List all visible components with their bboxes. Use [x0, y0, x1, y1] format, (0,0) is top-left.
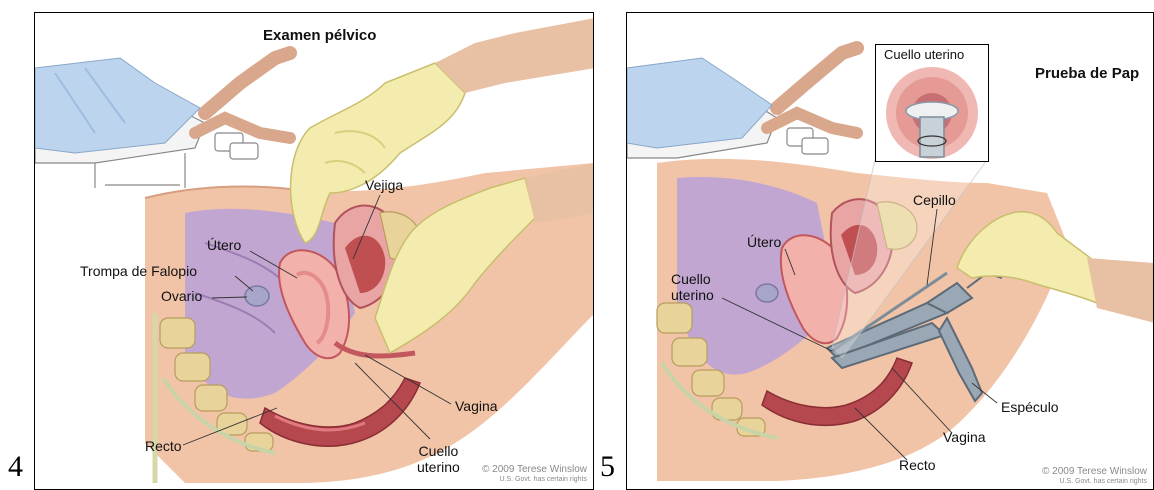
- label-cuello-uterino: Cuello uterino: [417, 443, 460, 475]
- credit-line-1: © 2009 Terese Winslow: [482, 465, 587, 475]
- ovary: [756, 284, 778, 302]
- label-ovario: Ovario: [161, 288, 202, 304]
- label-cepillo: Cepillo: [913, 192, 956, 208]
- label-vagina: Vagina: [943, 429, 986, 445]
- credit-line-2: U.S. Govt. has certain rights: [1042, 477, 1147, 487]
- figure-4-title: Examen pélvico: [263, 27, 376, 44]
- label-cuello-uterino: Cuello uterino: [671, 271, 714, 303]
- copyright-credit: © 2009 Terese Winslow U.S. Govt. has cer…: [1042, 467, 1147, 487]
- label-vagina: Vagina: [455, 398, 498, 414]
- cervix-inset: Cuello uterino: [875, 44, 989, 162]
- panel-pelvic-exam: Examen pélvico Vejiga Útero Trompa de Fa…: [34, 12, 594, 490]
- pelvic-exam-illustration: [35, 13, 594, 490]
- ovary: [245, 286, 269, 306]
- credit-line-2: U.S. Govt. has certain rights: [482, 475, 587, 485]
- figure-number-4: 4: [8, 450, 23, 484]
- label-recto: Recto: [899, 457, 936, 473]
- label-trompa: Trompa de Falopio: [80, 263, 197, 279]
- label-especulo: Espéculo: [1001, 399, 1059, 415]
- label-utero: Útero: [747, 234, 781, 250]
- inset-title: Cuello uterino: [884, 47, 964, 63]
- panel-pap-test: Cuello uterino Prueba de Pap Cepillo Úte…: [626, 12, 1154, 490]
- copyright-credit: © 2009 Terese Winslow U.S. Govt. has cer…: [482, 465, 587, 485]
- figure-5-title: Prueba de Pap: [1035, 65, 1139, 82]
- credit-line-1: © 2009 Terese Winslow: [1042, 467, 1147, 477]
- figure-number-5: 5: [600, 450, 615, 484]
- label-vejiga: Vejiga: [365, 177, 403, 193]
- arm: [1087, 258, 1154, 323]
- label-utero: Útero: [207, 237, 241, 253]
- label-recto: Recto: [145, 438, 182, 454]
- arm-upper: [435, 18, 594, 93]
